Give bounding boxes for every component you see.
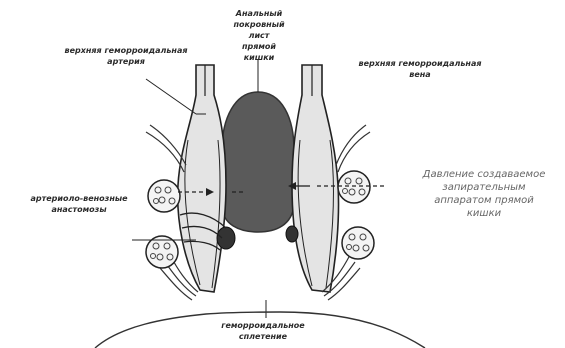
sphincter-ring-right-upper — [338, 171, 370, 203]
left-vessel — [178, 65, 235, 292]
label-superior-hemorrhoidal-vein: верхняя геморроидальная вена — [340, 58, 500, 80]
label-superior-hemorrhoidal-artery: верхняя геморроидальная артерия — [46, 45, 206, 67]
label-sphincter-pressure: Давление создаваемое запирательным аппар… — [408, 168, 560, 220]
label-anal-lining: Анальный покровный лист прямой кишки — [222, 8, 296, 63]
label-hemorrhoidal-plexus: геморроидальное сплетение — [208, 320, 318, 342]
rectum-mass — [222, 92, 294, 232]
hemorrhoidal-plexus-right — [286, 226, 298, 242]
right-vessel — [286, 65, 339, 292]
hemorrhoidal-plexus-left — [217, 227, 235, 249]
sphincter-ring-right-lower — [342, 227, 374, 259]
label-arteriovenous-anastomoses: артериоло-венозные анастомозы — [4, 193, 154, 215]
sphincter-ring-left-lower — [146, 236, 178, 268]
